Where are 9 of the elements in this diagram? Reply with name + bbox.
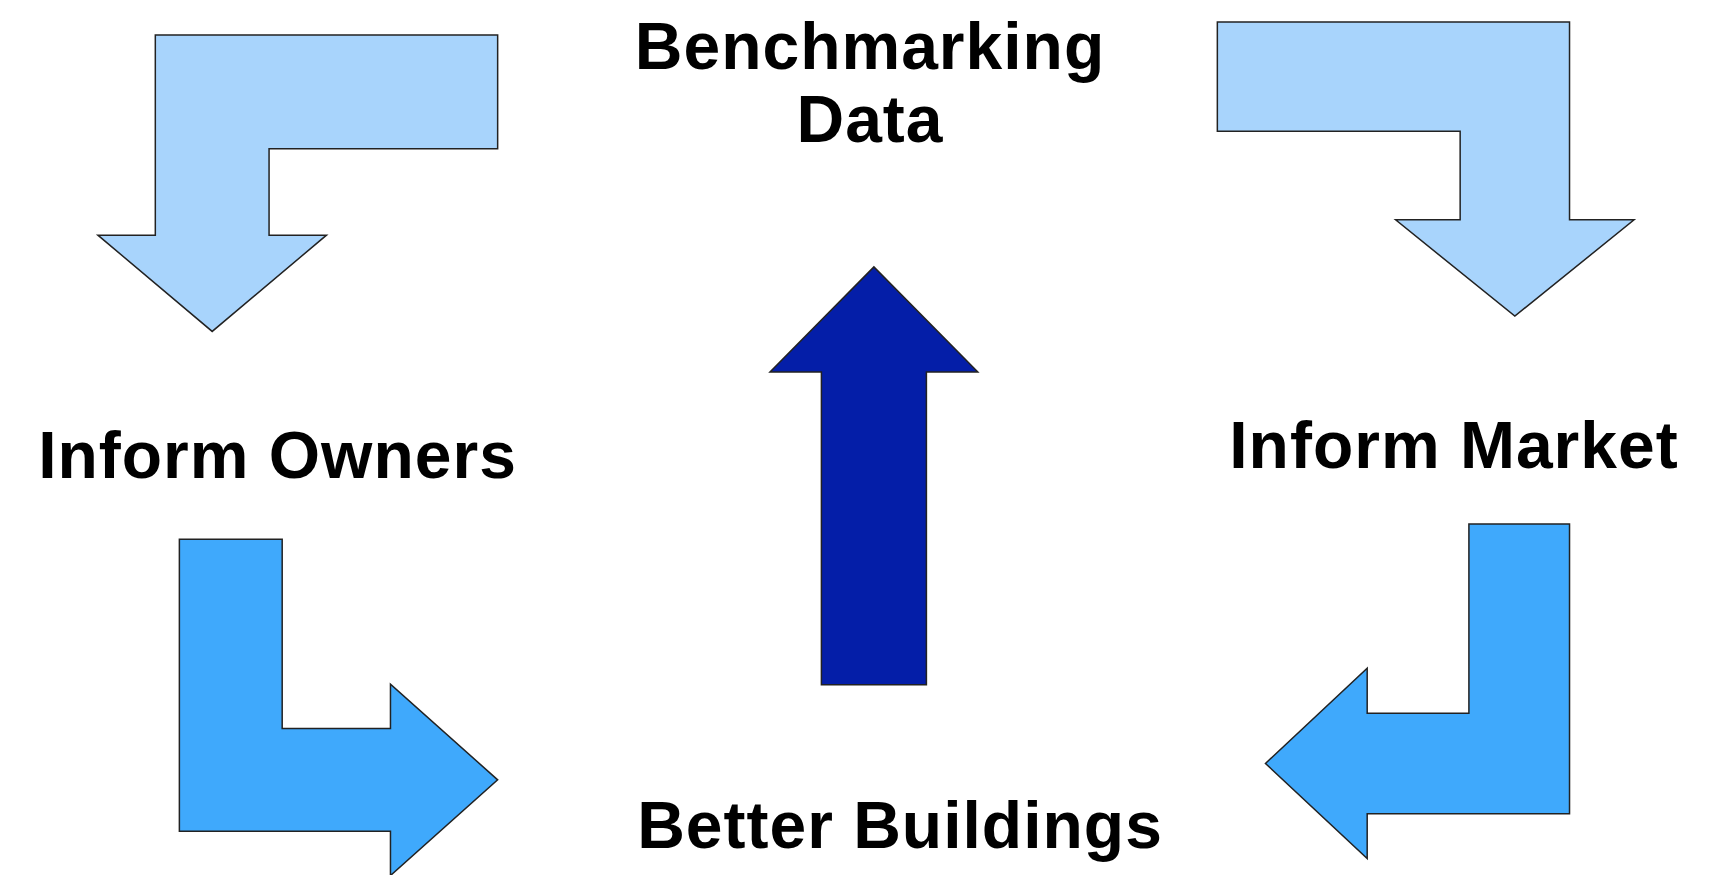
block-arrow <box>95 34 499 333</box>
node-label: Benchmarking Data <box>633 9 1107 156</box>
node-label: Inform Market <box>1229 408 1679 482</box>
block-arrow <box>178 538 499 875</box>
block-arrow <box>768 265 980 686</box>
block-arrow <box>1216 21 1637 318</box>
block-arrow <box>1264 523 1571 861</box>
node-label: Inform Owners <box>38 418 517 492</box>
node-label: Better Buildings <box>637 788 1163 862</box>
